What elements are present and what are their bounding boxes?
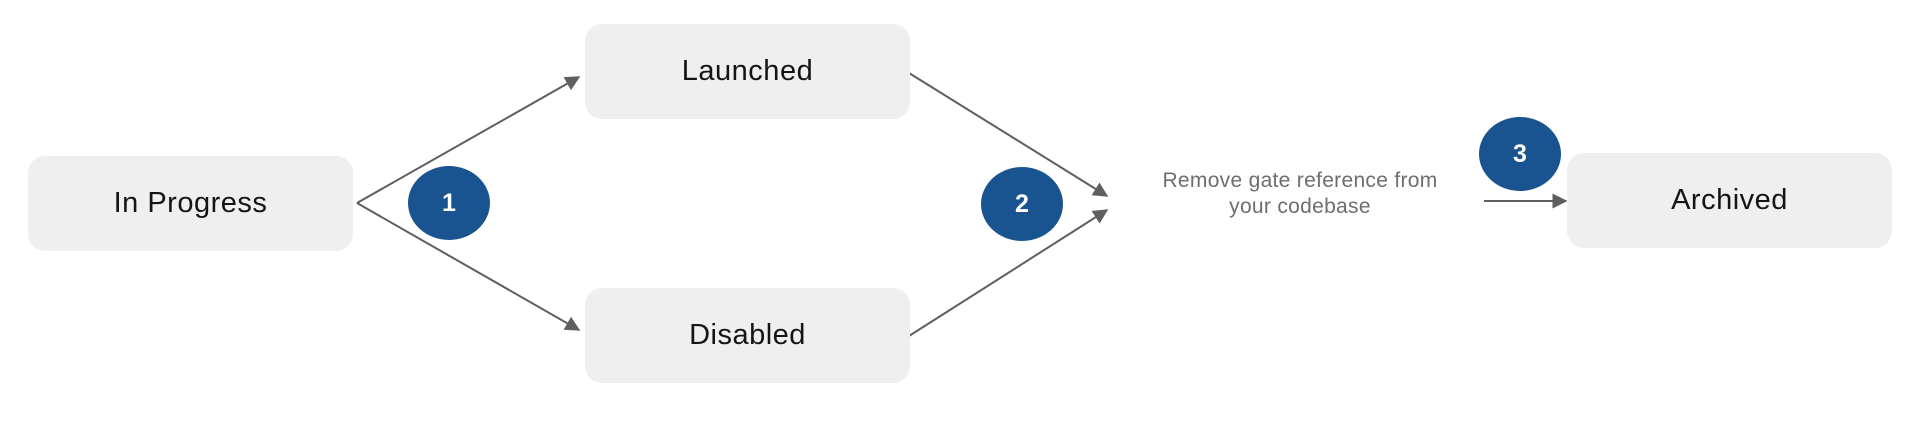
node-launched-label: Launched — [681, 55, 814, 87]
step-badge-3-number: 3 — [1513, 139, 1527, 168]
arrow-disabled-to-annotation — [908, 209, 1109, 337]
step-badge-3: 3 — [1479, 117, 1561, 191]
annotation-line-2: your codebase — [1229, 195, 1371, 218]
step-badge-1: 1 — [408, 166, 490, 240]
node-disabled: Disabled — [585, 288, 910, 383]
annotation-line-1: Remove gate reference from — [1162, 169, 1438, 192]
step-badge-2-number: 2 — [1015, 189, 1029, 218]
node-disabled-label: Disabled — [689, 319, 806, 351]
step-badge-2: 2 — [981, 167, 1063, 241]
step-badge-1-number: 1 — [442, 188, 456, 217]
node-launched: Launched — [585, 24, 910, 119]
node-archived: Archived — [1567, 153, 1892, 248]
node-in-progress-label: In Progress — [113, 187, 268, 219]
arrow-inprogress-to-launched — [356, 76, 581, 204]
annotation-remove-gate: Remove gate reference from your codebase — [1130, 168, 1470, 220]
node-archived-label: Archived — [1671, 184, 1788, 216]
arrow-inprogress-to-disabled — [356, 202, 581, 331]
arrow-launched-to-annotation — [908, 72, 1109, 197]
node-in-progress: In Progress — [28, 156, 353, 251]
